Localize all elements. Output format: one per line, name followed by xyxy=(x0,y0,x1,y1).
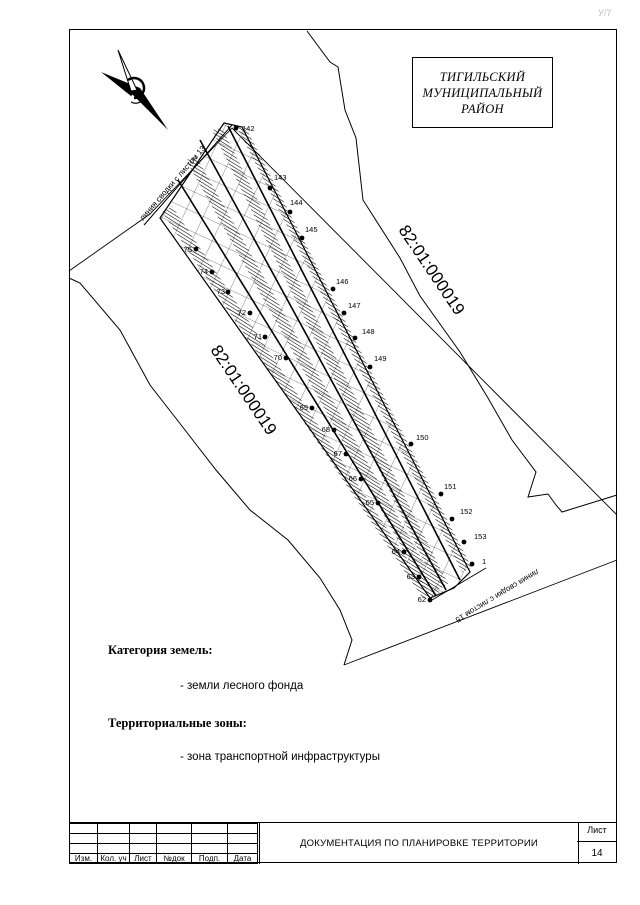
point-label-63: 63 xyxy=(407,572,415,581)
seam-line-top xyxy=(143,124,233,226)
sheet-label: Лист xyxy=(587,825,607,835)
point-label-144: 144 xyxy=(290,198,303,207)
point-label-73: 73 xyxy=(217,287,225,296)
north-arrow-icon xyxy=(101,49,168,130)
point-label-152: 152 xyxy=(460,507,473,516)
legend-zones-heading: Территориальные зоны: xyxy=(108,716,247,730)
cadastral-boundary-right xyxy=(306,30,618,513)
sheet-frame xyxy=(69,29,617,863)
point-label-146: 146 xyxy=(336,277,349,286)
corner-mark: У/7 xyxy=(598,8,612,18)
district-line-2: МУНИЦИПАЛЬНЫЙ xyxy=(422,85,543,100)
left-point-markers xyxy=(193,246,433,603)
seam-line-bottom xyxy=(431,567,487,601)
point-label-65: 65 xyxy=(366,498,374,507)
legend-zones-item: - зона транспортной инфраструктуры xyxy=(180,751,380,763)
revision-table: Изм. Кол. уч Лист №док Подп. Дата xyxy=(69,823,258,864)
road-corridor xyxy=(159,122,472,600)
document-title: ДОКУМЕНТАЦИЯ ПО ПЛАНИРОВКЕ ТЕРРИТОРИИ xyxy=(259,823,579,864)
point-label-145: 145 xyxy=(305,225,318,234)
point-label-74: 74 xyxy=(200,267,208,276)
point-label-149: 149 xyxy=(374,354,387,363)
point-label-1: 1 xyxy=(482,557,486,566)
point-label-142: 142 xyxy=(242,124,255,133)
right-point-markers xyxy=(233,125,475,567)
district-label-box: ТИГИЛЬСКИЙ МУНИЦИПАЛЬНЫЙ РАЙОН xyxy=(412,57,553,128)
point-label-153: 153 xyxy=(474,532,487,541)
point-label-147: 147 xyxy=(348,301,361,310)
point-label-148: 148 xyxy=(362,327,375,336)
col-data: Дата xyxy=(227,853,258,864)
point-label-67: 67 xyxy=(334,449,342,458)
cadastral-boundary-left xyxy=(68,277,353,666)
point-label-151: 151 xyxy=(444,482,457,491)
title-block: Изм. Кол. уч Лист №док Подп. Дата ДОКУМЕ… xyxy=(69,822,617,864)
sheet-number: 14 xyxy=(577,841,617,865)
point-label-70: 70 xyxy=(274,353,282,362)
point-label-64: 64 xyxy=(392,547,400,556)
point-label-72: 72 xyxy=(238,308,246,317)
point-label-69: 69 xyxy=(300,403,308,412)
point-label-143: 143 xyxy=(274,173,287,182)
col-izm: Изм. xyxy=(69,853,98,864)
col-list: Лист xyxy=(129,853,157,864)
col-kol-uch: Кол. уч xyxy=(97,853,130,864)
legend-category-item: - земли лесного фонда xyxy=(180,680,304,692)
point-label-150: 150 xyxy=(416,433,429,442)
col-ndok: №док xyxy=(156,853,192,864)
col-podp: Подп. xyxy=(191,853,228,864)
point-label-66: 66 xyxy=(349,474,357,483)
point-label-71: 71 xyxy=(254,332,262,341)
point-label-62: 62 xyxy=(418,595,426,604)
legend-category-heading: Категория земель: xyxy=(108,643,213,657)
district-line-1: ТИГИЛЬСКИЙ xyxy=(439,69,526,84)
district-line-3: РАЙОН xyxy=(461,101,504,116)
point-label-75: 75 xyxy=(184,245,192,254)
point-label-68: 68 xyxy=(322,425,330,434)
